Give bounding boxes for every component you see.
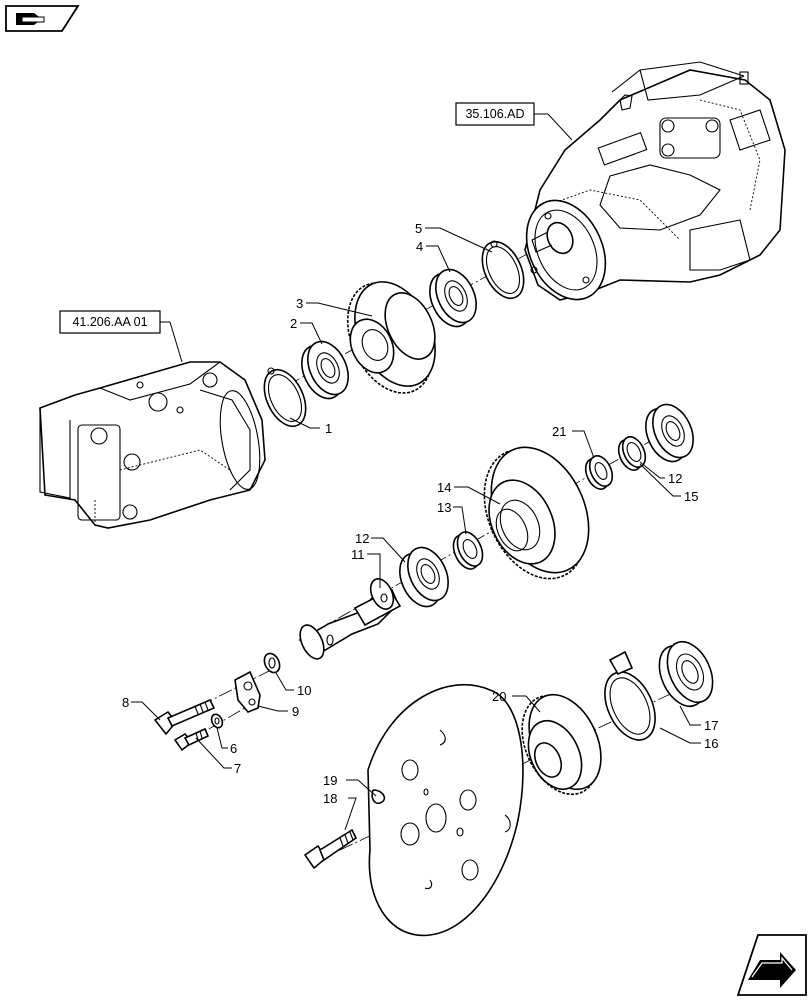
snap-ring-16 bbox=[604, 650, 656, 741]
reference-label-motor: 41.206.AA 01 bbox=[72, 315, 147, 329]
next-page-arrow-icon[interactable] bbox=[736, 934, 807, 996]
callout-1: 1 bbox=[325, 421, 332, 436]
snap-ring-1 bbox=[263, 367, 307, 428]
callout-9: 9 bbox=[292, 704, 299, 719]
callout-19: 19 bbox=[323, 773, 337, 788]
callout-11: 11 bbox=[351, 547, 365, 562]
spacer-13 bbox=[452, 531, 484, 570]
reference-box-pump[interactable]: 35.106.AD bbox=[455, 102, 573, 141]
hydraulic-pump-assembly bbox=[524, 61, 786, 301]
bolt-7 bbox=[173, 727, 210, 752]
spacer-21 bbox=[584, 455, 614, 490]
bearing-2 bbox=[301, 340, 349, 400]
callout-6: 6 bbox=[230, 741, 237, 756]
gear-20 bbox=[521, 693, 602, 796]
callout-15: 15 bbox=[684, 489, 698, 504]
bolt-8 bbox=[153, 698, 216, 736]
bearing-17 bbox=[658, 640, 714, 708]
callout-16: 16 bbox=[704, 736, 718, 751]
callout-12-left: 12 bbox=[355, 531, 369, 546]
callout-numbers: 1 2 3 4 5 6 7 8 9 10 11 12 12 13 14 15 1… bbox=[122, 221, 718, 806]
bearing-4 bbox=[429, 268, 477, 328]
hydraulic-motor-assembly bbox=[39, 361, 266, 529]
shaft-11 bbox=[298, 578, 402, 660]
callout-10: 10 bbox=[297, 683, 311, 698]
leader-lines bbox=[131, 227, 701, 831]
callout-3: 3 bbox=[296, 296, 303, 311]
plate-19 bbox=[367, 683, 524, 937]
reference-label-pump: 35.106.AD bbox=[465, 107, 524, 121]
callout-13: 13 bbox=[437, 500, 451, 515]
snap-ring-5 bbox=[481, 240, 525, 300]
callout-20: 20 bbox=[492, 689, 506, 704]
book-nav-icon[interactable] bbox=[5, 5, 80, 32]
callout-21: 21 bbox=[552, 424, 566, 439]
callout-12-right: 12 bbox=[668, 471, 682, 486]
spacer-15 bbox=[617, 436, 647, 471]
bearing-12-left bbox=[399, 546, 449, 608]
callout-7: 7 bbox=[234, 761, 241, 776]
washer-10 bbox=[263, 652, 281, 674]
callout-18: 18 bbox=[323, 791, 337, 806]
bearing-12-right bbox=[645, 403, 694, 463]
gear-14 bbox=[483, 446, 590, 580]
callout-17: 17 bbox=[704, 718, 718, 733]
washer-6 bbox=[210, 713, 224, 729]
callout-5: 5 bbox=[415, 221, 422, 236]
callout-2: 2 bbox=[290, 316, 297, 331]
lock-plate-9 bbox=[234, 670, 261, 713]
callout-4: 4 bbox=[416, 239, 423, 254]
callout-14: 14 bbox=[437, 480, 451, 495]
bolt-18 bbox=[303, 828, 358, 870]
reference-box-motor[interactable]: 41.206.AA 01 bbox=[59, 310, 183, 363]
callout-8: 8 bbox=[122, 695, 129, 710]
gear-3 bbox=[346, 281, 436, 394]
